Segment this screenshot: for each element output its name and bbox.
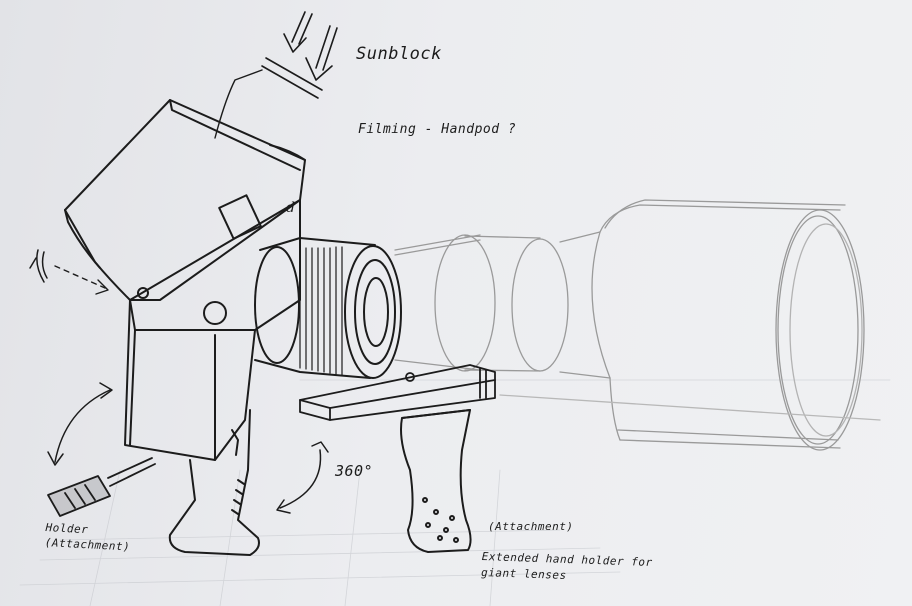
telephoto-lens-sketch xyxy=(394,199,881,451)
sunblock-label: Sunblock xyxy=(356,44,442,64)
sight-line xyxy=(54,265,106,289)
sun-arrows-icon xyxy=(214,11,338,139)
sunblock-hood xyxy=(64,99,306,301)
holder-attachment xyxy=(47,457,156,517)
filming-label: Filming - Handpod ? xyxy=(358,122,517,137)
rotate-arrow-icon xyxy=(47,382,329,514)
camera-lens xyxy=(254,237,402,379)
attachment-label: (Attachment) xyxy=(488,520,574,533)
camera-grip xyxy=(168,409,260,556)
camera-body xyxy=(124,194,301,461)
holder-label: Holder (Attachment) xyxy=(44,520,131,554)
mounting-plate xyxy=(299,364,496,421)
extended-holder-label: Extended hand holder for giant lenses xyxy=(481,549,653,587)
extended-hand-holder xyxy=(400,409,472,553)
eye-icon xyxy=(29,249,48,283)
body-mark: d xyxy=(286,200,295,216)
rotation-label: 360° xyxy=(335,462,374,480)
paper-grid xyxy=(19,379,891,606)
lens-ribbing xyxy=(299,246,343,376)
